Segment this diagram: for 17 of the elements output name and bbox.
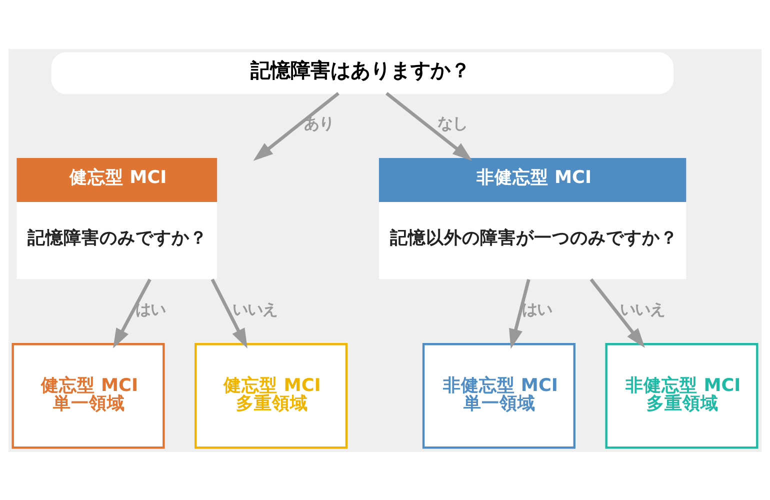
- node-box: 非健忘型 MCI 多重領域: [605, 342, 758, 448]
- edge-label: なし: [437, 114, 468, 132]
- arrow: [509, 278, 530, 348]
- arrow: [113, 278, 152, 348]
- edge-label: はい: [522, 300, 552, 318]
- node-box: 健忘型 MCI 単一領域: [12, 342, 165, 448]
- node-box: 非健忘型 MCI 単一領域: [422, 342, 576, 448]
- node-box: 健忘型 MCI 多重領域: [194, 342, 348, 448]
- edge-label: はい: [136, 300, 166, 318]
- arrow: [210, 278, 248, 348]
- arrow: [386, 92, 472, 160]
- arrow: [590, 278, 645, 348]
- edge-label: あり: [304, 114, 334, 132]
- node-box: 記憶障害はありますか？: [51, 52, 674, 94]
- edge-label: いいえ: [232, 300, 278, 318]
- edge-label: いいえ: [620, 300, 666, 318]
- arrow: [253, 92, 340, 160]
